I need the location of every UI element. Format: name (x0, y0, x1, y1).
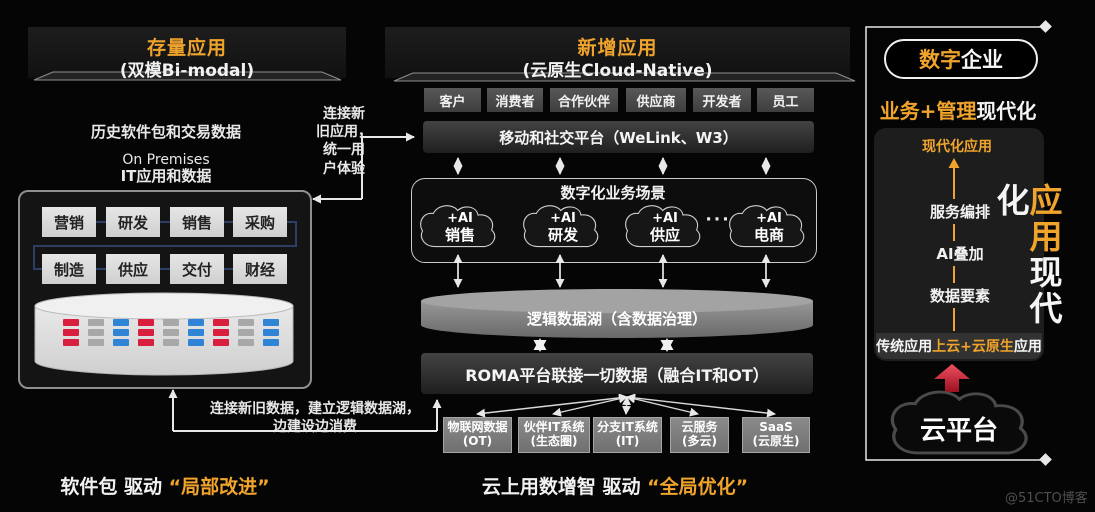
digital-enterprise-badge: 数字企业 (884, 39, 1038, 79)
red-up-arrow-icon (934, 364, 970, 392)
db-stack (138, 319, 154, 349)
on-premises-label: On Premises (122, 152, 210, 168)
db-stack (163, 319, 179, 349)
legacy-data-label: 历史软件包和交易数据 (90, 123, 241, 141)
cloud-name-label: 研发 (547, 225, 578, 244)
stakeholder-supplier: 供应商 (626, 88, 686, 112)
ai-cloud-supply: +AI 供应 (623, 206, 707, 250)
cloud-name-label: 供应 (649, 225, 680, 244)
db-stack (188, 319, 204, 349)
app-box-procurement: 采购 (233, 207, 287, 237)
middle-caption: 云上用数增智 驱动 “全局优化” (475, 472, 755, 499)
platform-scenario-arrows (453, 157, 771, 175)
social-platform-bar: 移动和社交平台（WeLink、W3） (423, 121, 814, 153)
step-data-elements: 数据要素 (916, 283, 1004, 308)
left-panel-header (28, 27, 346, 78)
left-panel-subtitle: (双模Bi-modal) (119, 61, 255, 81)
db-stack (63, 319, 79, 349)
app-box-rd: 研发 (106, 207, 160, 237)
watermark: @51CTO博客 (1005, 491, 1088, 506)
caption-pre-text: 云上用数增智 驱动 (481, 476, 648, 498)
source-branch-it: 分支IT系统 (IT) (593, 417, 662, 453)
stakeholder-employee: 员工 (757, 88, 814, 112)
lake-roma-arrows (533, 338, 674, 352)
badge-rest-text: 企业 (961, 48, 1003, 72)
cloud-platform-label: 云平台 (919, 416, 998, 446)
stakeholder-developer: 开发者 (693, 88, 751, 112)
middle-panel-header (385, 27, 850, 78)
source-partner-it: 伙伴IT系统 (生态圈) (518, 417, 590, 453)
roma-bar: ROMA平台联接一切数据（融合IT和OT） (421, 353, 813, 394)
cloud-name-label: 电商 (753, 225, 784, 244)
db-stack (213, 319, 229, 349)
stakeholder-consumer: 消费者 (487, 88, 543, 112)
ai-cloud-ecommerce: +AI 电商 (727, 206, 811, 250)
modern-apps-label: 现代化应用 (922, 139, 992, 155)
cloud-ai-label: +AI (550, 210, 576, 226)
top-connector-note: 连接新 旧应用， 统一用 户体验 (316, 106, 372, 177)
middle-panel-title: 新增应用 (577, 37, 658, 59)
db-stack (88, 319, 104, 349)
source-line2: (多云) (682, 434, 717, 448)
app-box-delivery: 交付 (170, 254, 224, 284)
source-line2: (OT) (462, 434, 493, 448)
data-lake-label: 逻辑数据湖（含数据治理） (526, 310, 707, 328)
clouds-ellipsis: ··· (705, 210, 731, 230)
cloud-ai-label: +AI (652, 210, 678, 226)
cloud-name-label: 销售 (444, 225, 475, 244)
bottom-connector-note: 连接新旧数据，建立逻辑数据湖， 边建设边消费 (210, 401, 420, 436)
db-stack (238, 319, 254, 349)
app-box-finance: 财经 (233, 254, 287, 284)
source-cloud-services: 云服务 (多云) (670, 417, 729, 453)
strip-post-text: 应用 (1013, 339, 1042, 355)
db-stack (263, 319, 279, 349)
source-line1: 云服务 (681, 420, 718, 435)
ai-cloud-rd: +AI 研发 (521, 206, 605, 250)
source-iot: 物联网数据 (OT) (443, 417, 512, 453)
stakeholder-partner: 合作伙伴 (550, 88, 618, 112)
app-box-marketing: 营销 (42, 207, 96, 237)
cloud-ai-label: +AI (756, 210, 782, 226)
step-ai-overlay: AI叠加 (922, 241, 998, 266)
stakeholder-customer: 客户 (424, 88, 481, 112)
source-line1: SaaS (759, 420, 793, 435)
ai-cloud-sales: +AI 销售 (418, 206, 502, 250)
scenario-title: 数字化业务场景 (560, 184, 666, 202)
source-line2: (生态圈) (530, 434, 578, 448)
db-stack (113, 319, 129, 349)
source-saas: SaaS (云原生) (742, 417, 810, 453)
roma-source-arrows (476, 393, 776, 418)
app-box-manufacturing: 制造 (42, 254, 96, 284)
middle-panel-subtitle: (云原生Cloud-Native) (522, 61, 713, 81)
left-caption: 软件包 驱动 “局部改进” (55, 472, 275, 499)
right-headline: 业务+管理现代化 (860, 95, 1056, 124)
caption-quote-text: “局部改进” (168, 476, 270, 498)
headline-accent-text: 业务+管理 (879, 99, 977, 123)
caption-pre-text: 软件包 驱动 (60, 476, 169, 498)
source-line2: (云原生) (752, 434, 800, 448)
source-line1: 伙伴IT系统 (523, 420, 585, 435)
app-box-supply: 供应 (106, 254, 160, 284)
caption-quote-text: “全局优化” (647, 476, 749, 498)
cloud-ai-label: +AI (447, 210, 473, 226)
strip-pre-text: 传统应用 (876, 339, 933, 355)
app-modernization-vertical: 应用现代化 (991, 183, 1063, 353)
source-line2: (IT) (615, 434, 640, 448)
migration-strip: 传统应用上云+云原生应用 (876, 333, 1042, 359)
source-line1: 分支IT系统 (597, 420, 658, 435)
headline-rest-text: 现代化 (976, 99, 1037, 123)
strip-accent-text: 上云+云原生 (932, 339, 1014, 355)
source-line1: 物联网数据 (447, 420, 508, 435)
app-box-sales: 销售 (170, 207, 224, 237)
it-apps-data-label: IT应用和数据 (120, 167, 212, 185)
badge-accent-text: 数字 (919, 48, 961, 72)
left-panel-title: 存量应用 (146, 37, 227, 59)
